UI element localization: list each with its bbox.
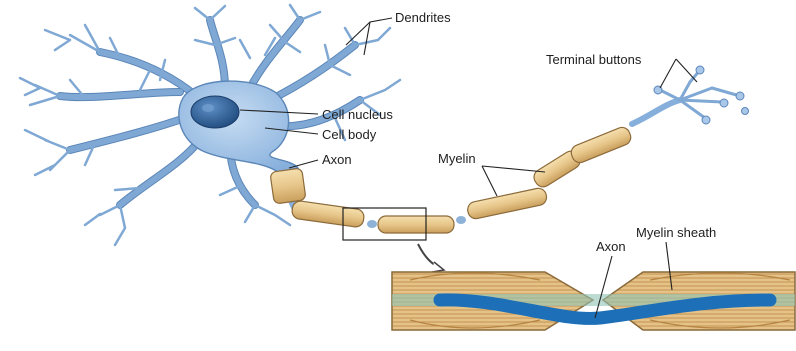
- inset-closeup: [392, 272, 795, 330]
- myelin-segment: [270, 168, 306, 204]
- label-cell-nucleus: Cell nucleus: [322, 107, 393, 122]
- myelin-segment: [466, 187, 548, 220]
- label-axon: Axon: [322, 152, 352, 167]
- label-myelin: Myelin: [438, 151, 476, 166]
- label-inset-axon: Axon: [596, 239, 626, 254]
- label-cell-body: Cell body: [322, 127, 377, 142]
- label-terminal-buttons: Terminal buttons: [546, 52, 642, 67]
- myelin-segment: [291, 200, 365, 228]
- myelin-segment: [378, 216, 454, 233]
- label-myelin-sheath: Myelin sheath: [636, 225, 716, 240]
- label-dendrites: Dendrites: [395, 10, 451, 25]
- cell-nucleus: [191, 96, 239, 128]
- myelin-segment: [569, 125, 633, 165]
- terminal-buttons: [654, 66, 749, 124]
